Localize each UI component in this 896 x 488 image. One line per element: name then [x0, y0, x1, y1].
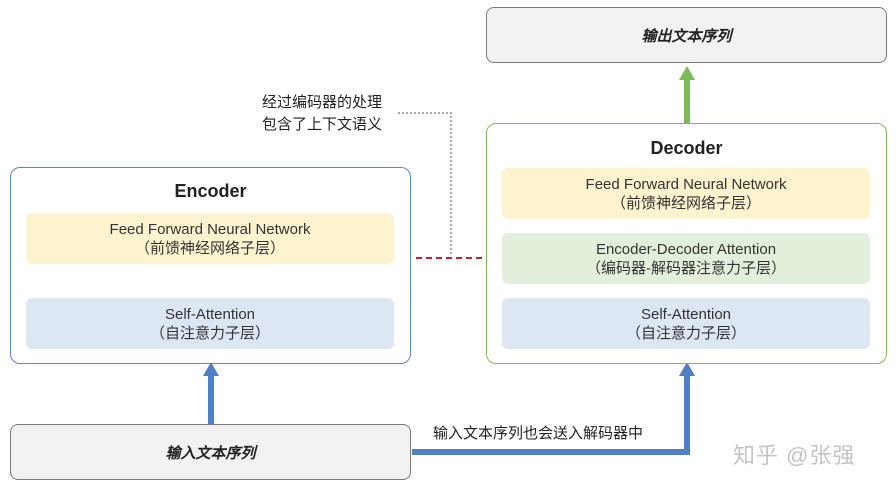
input-sequence-label: 输入文本序列 [165, 444, 256, 462]
decoder-block: Decoder Feed Forward Neural Network （前馈神… [486, 123, 887, 364]
decoder-ffn-sublabel: （前馈神经网络子层） [610, 194, 761, 212]
decoder-ffn-label: Feed Forward Neural Network [585, 175, 787, 193]
decoder-self-attention-layer: Self-Attention （自注意力子层） [502, 298, 870, 349]
decoder-eda-sublabel: （编码器-解码器注意力子层） [586, 259, 786, 277]
encoder-ffn-label: Feed Forward Neural Network [109, 220, 311, 238]
note-line-2: 包含了上下文语义 [262, 116, 383, 133]
note-leader-line [398, 112, 452, 256]
encoder-sa-label: Self-Attention [164, 305, 256, 323]
encoder-block: Encoder Feed Forward Neural Network （前馈神… [10, 167, 411, 364]
note-line-1: 经过编码器的处理 [262, 94, 383, 111]
decoder-sa-sublabel: （自注意力子层） [625, 324, 746, 342]
encoder-self-attention-layer: Self-Attention （自注意力子层） [26, 298, 394, 349]
decoder-enc-dec-attention-layer: Encoder-Decoder Attention （编码器-解码器注意力子层） [502, 233, 870, 284]
encoder-ffn-layer: Feed Forward Neural Network （前馈神经网络子层） [26, 213, 394, 264]
encoder-output-note: 经过编码器的处理 包含了上下文语义 [262, 92, 382, 136]
decoder-to-output-arrow [679, 66, 695, 123]
encoder-title: Encoder [174, 181, 247, 201]
output-sequence-label: 输出文本序列 [641, 27, 732, 45]
encoder-ffn-sublabel: （前馈神经网络子层） [134, 239, 285, 257]
input-sequence-box: 输入文本序列 [10, 424, 411, 480]
output-sequence-box: 输出文本序列 [486, 7, 887, 63]
input-to-decoder-arrow [412, 362, 695, 455]
decoder-eda-label: Encoder-Decoder Attention [595, 240, 777, 258]
watermark: 知乎 @张强 [733, 443, 856, 468]
decoder-title: Decoder [650, 138, 723, 158]
input-to-encoder-arrow [203, 362, 219, 425]
input-to-decoder-note: 输入文本序列也会送入解码器中 [433, 425, 644, 442]
encoder-sa-sublabel: （自注意力子层） [149, 324, 270, 342]
decoder-ffn-layer: Feed Forward Neural Network （前馈神经网络子层） [502, 168, 870, 219]
decoder-sa-label: Self-Attention [640, 305, 732, 323]
